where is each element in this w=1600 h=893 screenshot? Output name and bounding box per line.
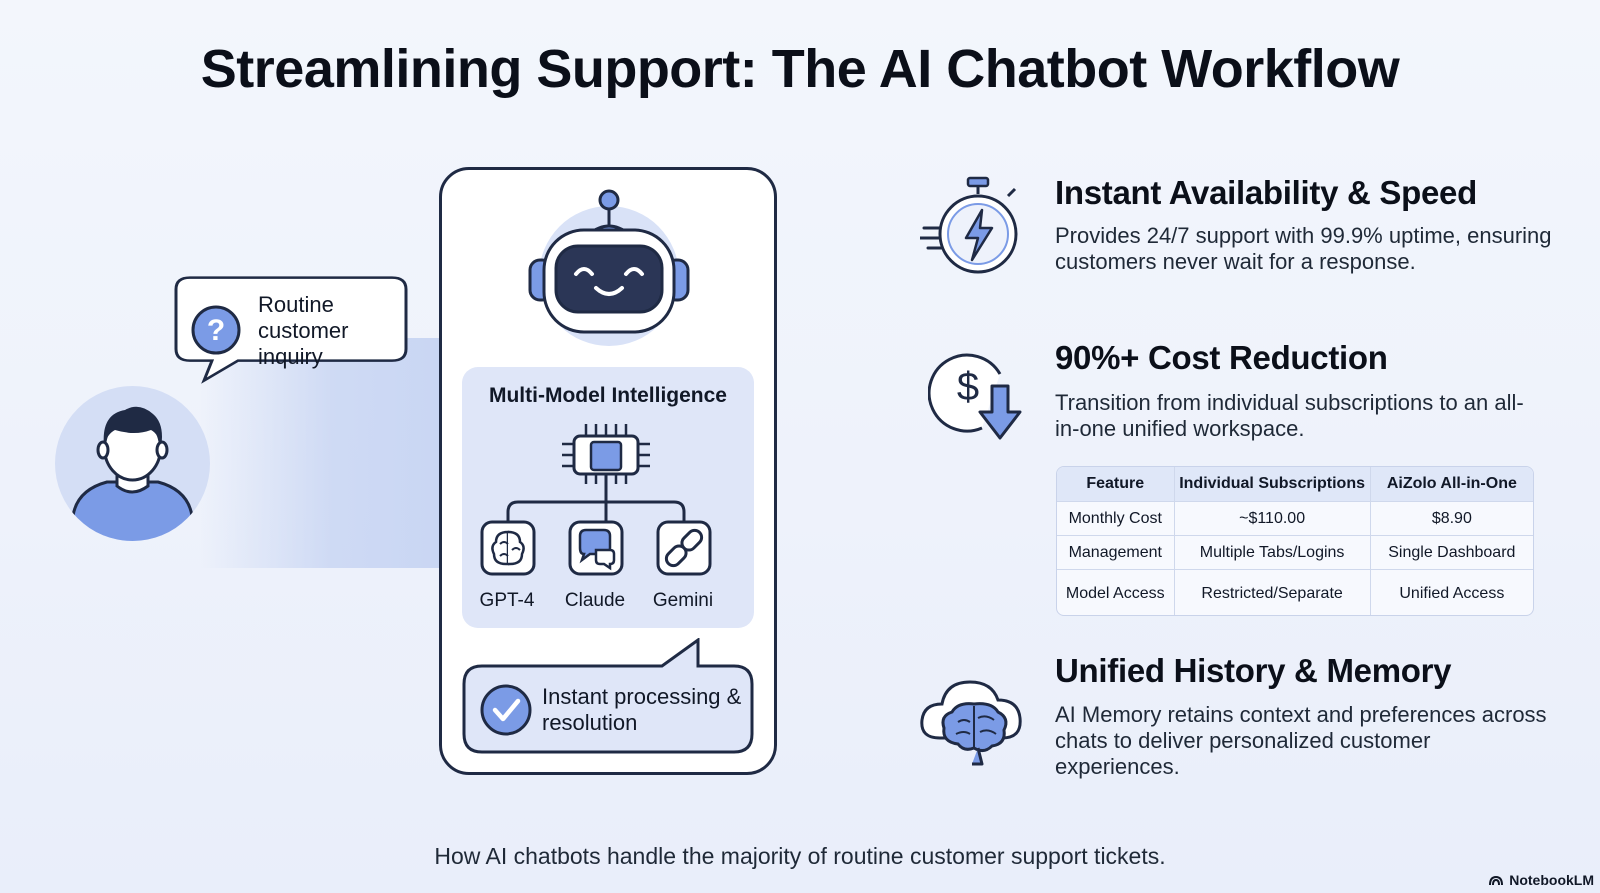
- dollar-down-arrow-icon: $: [928, 353, 1022, 440]
- multi-model-panel: [462, 367, 754, 628]
- svg-text:?: ?: [207, 314, 225, 347]
- resolution-text: Instant processing & resolution: [542, 684, 742, 735]
- table-cell: Management: [1057, 536, 1175, 569]
- table-header-row: Feature Individual Subscriptions AiZolo …: [1057, 467, 1533, 501]
- stopwatch-lightning-icon: [920, 176, 1018, 274]
- model-routing-diagram: [480, 424, 712, 576]
- flow-beam: [200, 338, 440, 568]
- resolution-bubble: [462, 638, 754, 754]
- table-header-cell: Feature: [1057, 467, 1175, 501]
- claude-model-icon: [568, 520, 624, 576]
- model-label-gemini: Gemini: [652, 590, 714, 611]
- table-cell: Model Access: [1057, 570, 1175, 615]
- table-cell: Unified Access: [1399, 584, 1505, 602]
- feature-title-cost: 90%+ Cost Reduction: [1055, 339, 1388, 376]
- checkmark-icon: [492, 698, 521, 722]
- feature-title-memory: Unified History & Memory: [1055, 652, 1452, 689]
- table-row: Management Multiple Tabs/Logins Single D…: [1057, 535, 1533, 569]
- table-cell: Single Dashboard: [1388, 543, 1516, 561]
- model-label-claude: Claude: [564, 590, 626, 611]
- table-header-cell: Individual Subscriptions: [1175, 467, 1371, 501]
- feature-desc-memory: AI Memory retains context and preference…: [1055, 702, 1547, 779]
- table-cell: ~$110.00: [1175, 502, 1371, 535]
- feature-title-availability: Instant Availability & Speed: [1055, 174, 1477, 211]
- notebooklm-logo-icon: [1489, 875, 1504, 886]
- inquiry-speech-bubble: [174, 276, 408, 384]
- svg-text:$: $: [957, 365, 979, 409]
- cost-comparison-table: Feature Individual Subscriptions AiZolo …: [1056, 466, 1534, 616]
- feature-desc-cost: Transition from individual subscriptions…: [1055, 390, 1524, 441]
- multi-model-title: Multi-Model Intelligence: [488, 384, 727, 407]
- robot-icon: [528, 189, 690, 346]
- customer-avatar: [55, 386, 210, 541]
- table-row: Monthly Cost ~$110.00 $8.90: [1057, 501, 1533, 535]
- table-cell: $8.90: [1431, 509, 1472, 527]
- person-icon: [71, 406, 194, 541]
- brand-mark: NotebookLM: [1488, 872, 1594, 888]
- inquiry-text: Routine customer inquiry: [258, 292, 349, 369]
- chip-icon: [562, 424, 650, 484]
- table-cell: Restricted/Separate: [1175, 570, 1371, 615]
- table-cell: Monthly Cost: [1057, 502, 1175, 535]
- brand-label: NotebookLM: [1509, 872, 1594, 888]
- question-mark-icon: ?: [191, 305, 241, 355]
- cloud-brain-icon: [920, 680, 1022, 766]
- gemini-model-icon: [656, 520, 712, 576]
- page-title: Streamlining Support: The AI Chatbot Wor…: [200, 39, 1400, 99]
- gpt4-model-icon: [480, 520, 536, 576]
- table-cell: Multiple Tabs/Logins: [1175, 536, 1371, 569]
- model-label-gpt4: GPT-4: [479, 590, 535, 611]
- feature-desc-availability: Provides 24/7 support with 99.9% uptime,…: [1055, 223, 1552, 274]
- table-row: Model Access Restricted/Separate Unified…: [1057, 569, 1533, 615]
- figure-caption: How AI chatbots handle the majority of r…: [434, 843, 1166, 869]
- table-header-cell: AiZolo All-in-One: [1386, 475, 1517, 492]
